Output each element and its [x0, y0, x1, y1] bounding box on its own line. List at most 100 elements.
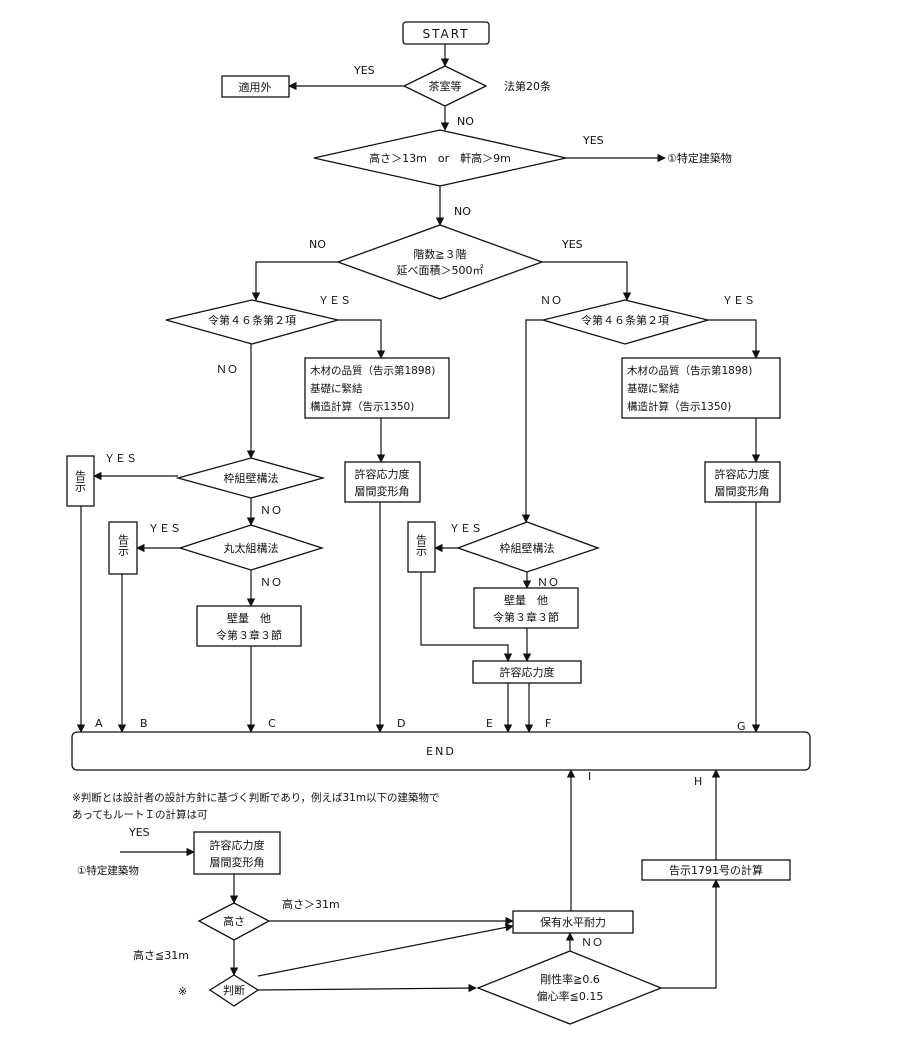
wakugumi-left-decision	[175, 457, 326, 499]
heki-right-line-2: 令第３章３節	[493, 610, 559, 624]
floors-label-1: 階数≧３階	[413, 247, 466, 261]
heki-left-line-2: 令第３章３節	[216, 628, 282, 642]
connectors	[76, 44, 761, 993]
yes-waku-left-label: ＹＥＳ	[104, 452, 137, 465]
kokuji-a-label: 告示	[74, 470, 87, 492]
marker-d: D	[397, 717, 405, 730]
kokuji1791-box	[641, 859, 791, 881]
allow-right-line-2: 層間変形角	[715, 484, 770, 498]
yes-floors-label: YES	[561, 238, 583, 251]
gousei-line-2: 偏心率≦0.15	[537, 989, 604, 1003]
tokutei2-label: ①特定建築物	[77, 864, 139, 877]
wakugumi-right-label: 枠組壁構法	[500, 541, 555, 555]
node-text: START 茶室等 法第20条 適用外 高さ＞13m or 軒高＞9m ①特定建…	[72, 27, 770, 1003]
gousei-line-1: 剛性率≧0.6	[540, 972, 600, 986]
handan-label: 判断	[223, 983, 245, 997]
heki-left-box	[196, 605, 302, 647]
allow-right-line-1: 許容応力度	[715, 467, 770, 481]
handan-decision	[208, 974, 260, 1007]
edge-floors-left	[251, 261, 338, 301]
kokuji-a-box	[66, 455, 95, 507]
rei46-left-decision	[165, 299, 339, 345]
allow-bottom-box	[193, 831, 281, 875]
start-label: START	[422, 27, 469, 41]
gousei-decision	[476, 950, 663, 1025]
no-maruta-label: ＮＯ	[260, 576, 282, 589]
allow-bottom-line-2: 層間変形角	[210, 855, 265, 869]
rei46-right-decision	[540, 299, 711, 345]
marker-i: I	[588, 770, 591, 783]
allow-left-line-2: 層間変形角	[355, 484, 410, 498]
hoyuu-box	[512, 910, 634, 934]
end-label: END	[426, 745, 456, 758]
yes-maruta-label: ＹＥＳ	[148, 522, 181, 535]
chashitsu-decision	[402, 65, 488, 107]
allow-mid-label: 許容応力度	[500, 665, 555, 679]
start-node	[402, 21, 490, 45]
no-chashitsu-label: NO	[457, 115, 474, 128]
edge-handan-gousei	[257, 983, 477, 993]
yes-bottom-label: YES	[128, 826, 150, 839]
wakugumi-right-decision	[456, 521, 600, 573]
marutagumi-decision	[177, 524, 325, 571]
wood-right-line-1: 木材の品質（告示第1898)	[627, 364, 752, 377]
edge-rei46right-waku	[521, 319, 543, 523]
no-rei46-right-label: ＮＯ	[540, 294, 562, 307]
end-node	[71, 731, 811, 771]
tokutei-label: ①特定建築物	[667, 151, 732, 165]
note-line-1: ※判断とは設計者の設計方針に基づく判断であり，例えば31m以下の建築物で	[72, 791, 440, 804]
kokuji-e-label: 告示	[415, 534, 428, 556]
wood-left-line-3: 構造計算（告示1350)	[310, 400, 414, 413]
wood-right-line-2: 基礎に緊結	[627, 382, 680, 395]
floors-decision	[336, 224, 544, 300]
edge-gousei-kokuji1791	[661, 879, 721, 989]
wakugumi-left-label: 枠組壁構法	[224, 471, 279, 485]
heki-right-box	[473, 587, 579, 629]
marker-c: C	[268, 717, 276, 730]
no-waku-left-label: ＮＯ	[260, 504, 282, 517]
heki-right-line-1: 壁量 他	[504, 593, 548, 607]
takasa-le-label: 高さ≦31m	[133, 948, 189, 962]
edge-kokujiE-allowmid	[420, 572, 513, 662]
yes-rei46-right-label: ＹＥＳ	[722, 294, 755, 307]
edge-rei46left-wood	[338, 319, 386, 359]
edge-rei46right-wood	[708, 319, 761, 359]
wood-left-line-2: 基礎に緊結	[310, 382, 363, 395]
wood-right-box	[621, 357, 781, 419]
takasa-decision	[197, 902, 271, 941]
marker-b: B	[140, 717, 148, 730]
kokuji-b-label: 告示	[117, 534, 130, 556]
handan-mark: ※	[178, 985, 187, 998]
marker-a: A	[95, 717, 103, 730]
no-gousei-label: ＮＯ	[581, 936, 603, 949]
height-check-label: 高さ＞13m or 軒高＞9m	[369, 151, 511, 165]
yes-waku-right-label: ＹＥＳ	[449, 522, 482, 535]
note-line-2: あってもルートＩの計算は可	[72, 808, 207, 821]
hoyuu-label: 保有水平耐力	[540, 915, 606, 929]
height-decision	[313, 129, 567, 187]
nodes	[66, 21, 811, 1025]
no-rei46-left-label: ＮＯ	[216, 363, 238, 376]
wood-left-box	[304, 357, 450, 419]
takasa-gt-label: 高さ＞31m	[282, 897, 340, 911]
edge-floors-right	[542, 261, 632, 301]
yes-height-label: YES	[582, 134, 604, 147]
allow-left-line-1: 許容応力度	[355, 467, 410, 481]
marutagumi-label: 丸太組構法	[224, 541, 279, 555]
edge-handan-hoyuu	[257, 923, 514, 977]
heki-left-line-1: 壁量 他	[227, 611, 271, 625]
allow-mid-box	[472, 660, 582, 684]
takasa-label: 高さ	[223, 914, 245, 928]
allow-right-box	[704, 461, 781, 503]
end-markers: A B C D E F G H I	[95, 717, 746, 788]
no-height-label: NO	[454, 205, 471, 218]
kokuji-e-box	[407, 521, 436, 573]
tekiyougai-label: 適用外	[239, 80, 272, 94]
no-waku-right-label: ＮＯ	[537, 576, 559, 589]
rei46-right-label: 令第４６条第２項	[581, 313, 669, 327]
marker-f: F	[545, 717, 551, 730]
yes-rei46-left-label: ＹＥＳ	[318, 294, 351, 307]
marker-e: E	[486, 717, 493, 730]
marker-h: H	[694, 775, 702, 788]
